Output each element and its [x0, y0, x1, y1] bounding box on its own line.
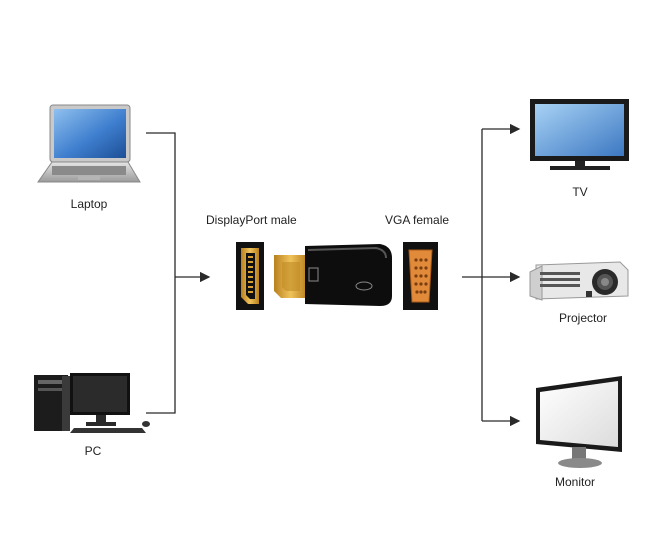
pc-line [146, 277, 176, 414]
displayport-connector-icon [236, 242, 264, 310]
monitor-label: Monitor [554, 475, 596, 489]
connector-lines [146, 123, 521, 427]
monitor-icon [536, 376, 622, 468]
displayport-label: DisplayPort male [206, 213, 297, 227]
adapter-icon [274, 244, 392, 306]
laptop-line [146, 132, 176, 277]
pc-icon [34, 373, 150, 433]
projector-icon [529, 261, 629, 301]
tv-label: TV [572, 185, 588, 199]
laptop-icon [37, 104, 141, 183]
tv-icon [530, 99, 629, 170]
laptop-label: Laptop [70, 197, 108, 211]
pc-label: PC [84, 444, 102, 458]
vga-label: VGA female [385, 213, 450, 227]
projector-label: Projector [558, 311, 608, 325]
vga-connector-icon [403, 242, 438, 310]
